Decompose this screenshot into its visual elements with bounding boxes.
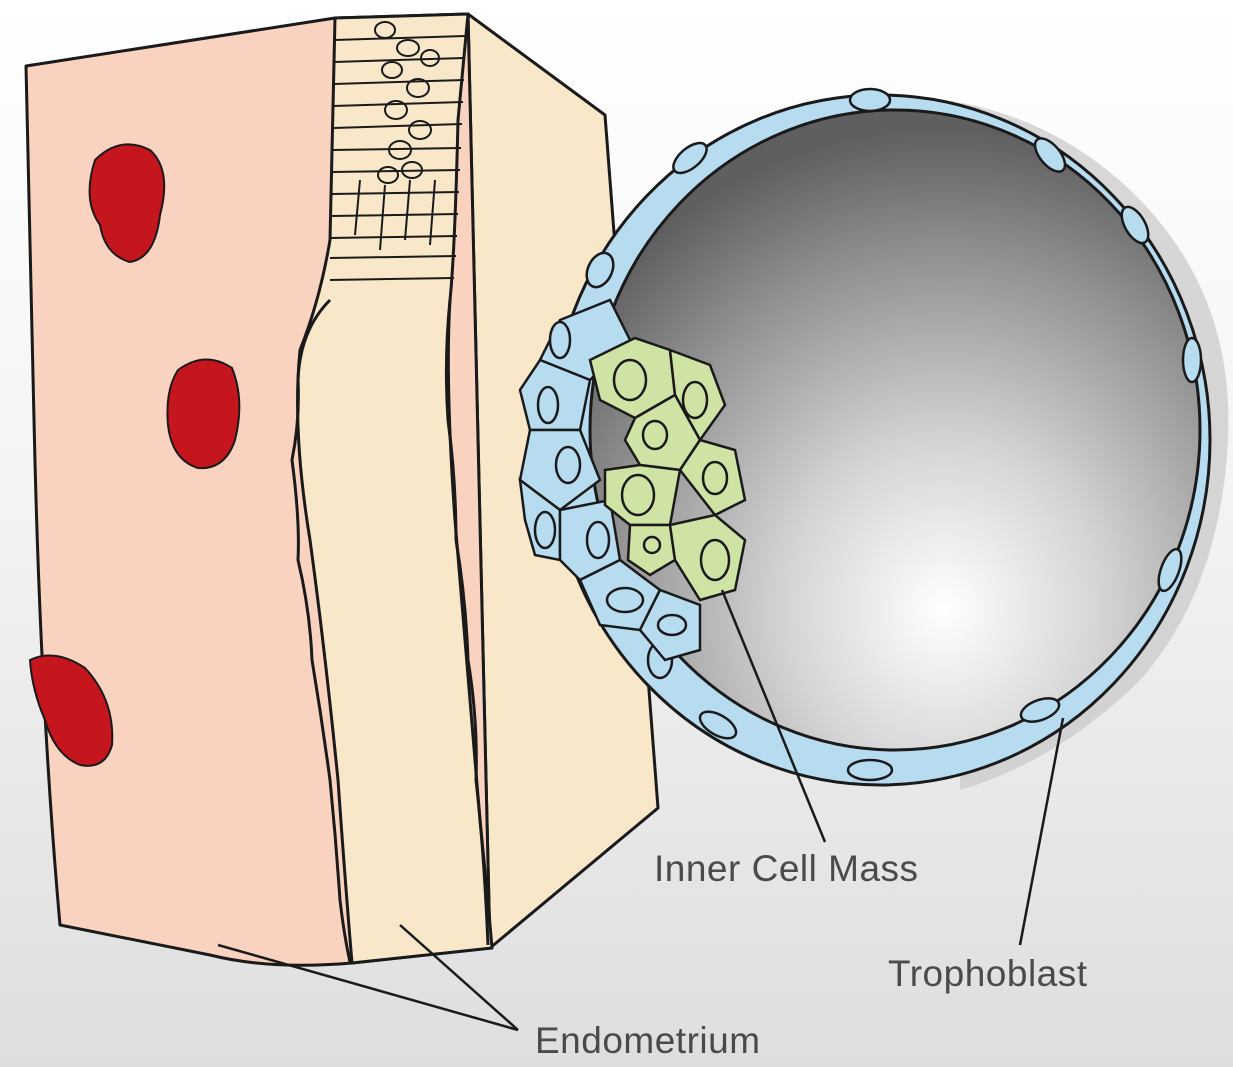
endometrium-label: Endometrium (535, 1020, 761, 1062)
blood-vessel (167, 359, 239, 468)
trophoblast-label: Trophoblast (888, 953, 1088, 995)
inner-cell-mass-label: Inner Cell Mass (654, 848, 919, 890)
